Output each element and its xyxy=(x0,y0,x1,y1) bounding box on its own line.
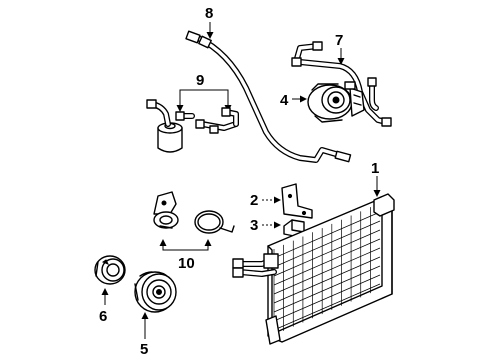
callout-5: 5 xyxy=(140,341,148,358)
callout-4: 4 xyxy=(280,92,289,109)
refrigerant-hose-long xyxy=(185,30,352,163)
condenser-tube xyxy=(273,211,381,259)
drier-bracket-and-clamp xyxy=(153,191,235,234)
condenser-tube xyxy=(273,229,381,277)
callout-2: 2 xyxy=(250,192,258,209)
condenser-tube xyxy=(273,238,381,286)
condenser-bracket xyxy=(281,183,313,219)
condenser-tube xyxy=(273,265,381,313)
leader-lines xyxy=(101,22,381,339)
condenser-tube xyxy=(273,247,381,295)
callout-6: 6 xyxy=(99,308,107,325)
callout-7: 7 xyxy=(335,32,343,49)
ac-compressor xyxy=(307,81,365,123)
condenser-tube xyxy=(273,283,381,331)
callout-1: 1 xyxy=(371,160,379,177)
callout-3: 3 xyxy=(250,217,258,234)
condenser xyxy=(232,193,395,345)
callout-10: 10 xyxy=(178,255,195,272)
condenser-tube xyxy=(273,220,381,268)
callout-9: 9 xyxy=(196,72,204,89)
compressor-hose-assembly xyxy=(291,41,392,127)
clutch-pulley xyxy=(134,271,177,313)
condenser-tube xyxy=(273,256,381,304)
receiver-drier-assembly xyxy=(146,99,239,153)
callout-8: 8 xyxy=(205,5,213,22)
clutch-coil xyxy=(94,255,126,285)
condenser-tube xyxy=(273,274,381,322)
